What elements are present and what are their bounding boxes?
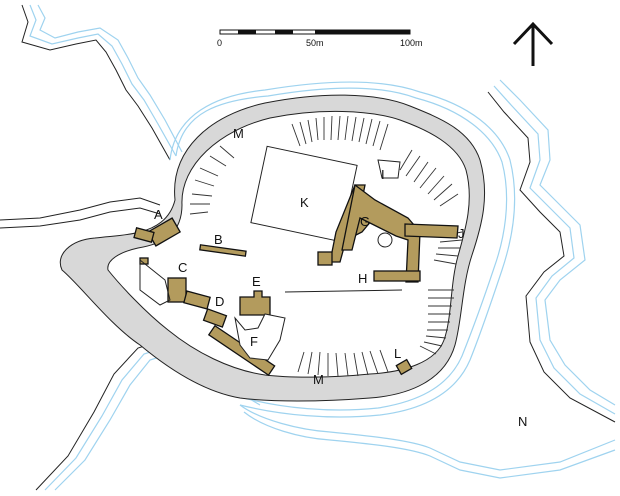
label-b: B <box>214 232 223 247</box>
building-d <box>202 308 228 328</box>
label-j: J <box>458 226 465 241</box>
scale-label-100m: 100m <box>400 38 423 48</box>
buildings <box>133 183 459 377</box>
label-i: I <box>381 167 385 182</box>
label-m-north: M <box>233 126 244 141</box>
water-lines-east <box>487 79 616 423</box>
inner-wall-line <box>284 289 403 293</box>
label-l: L <box>394 346 401 361</box>
label-k: K <box>300 195 309 210</box>
map-labels: A B C D E F G H I J K L M M N <box>154 126 527 429</box>
building-h <box>373 270 421 282</box>
west-approach-road <box>0 197 161 229</box>
water-lines-castle <box>169 81 516 418</box>
label-g: G <box>360 214 370 229</box>
label-h: H <box>358 271 367 286</box>
water-lines-northwest <box>21 4 183 161</box>
slope-hachures <box>189 115 463 377</box>
building-c3 <box>183 290 211 310</box>
building-a2 <box>133 227 155 243</box>
building-g-tower <box>317 251 333 266</box>
building-e <box>239 290 271 316</box>
label-f: F <box>250 334 258 349</box>
label-c: C <box>178 260 187 275</box>
north-arrow-icon <box>512 21 554 66</box>
label-d: D <box>215 294 224 309</box>
label-e: E <box>252 274 261 289</box>
well-circle <box>377 232 393 248</box>
scale-label-0: 0 <box>217 38 222 48</box>
building-l <box>395 358 413 376</box>
water-lines-south <box>239 404 616 479</box>
scale-label-50m: 50m <box>306 38 324 48</box>
building-g-main <box>341 183 421 283</box>
building-j <box>404 223 459 239</box>
label-m-south: M <box>313 372 324 387</box>
building-c2 <box>167 277 187 303</box>
label-n: N <box>518 414 527 429</box>
minor-structures <box>139 159 401 361</box>
label-a: A <box>154 207 163 222</box>
building-b <box>199 244 247 257</box>
scale-bar: 0 50m 100m <box>217 29 423 48</box>
